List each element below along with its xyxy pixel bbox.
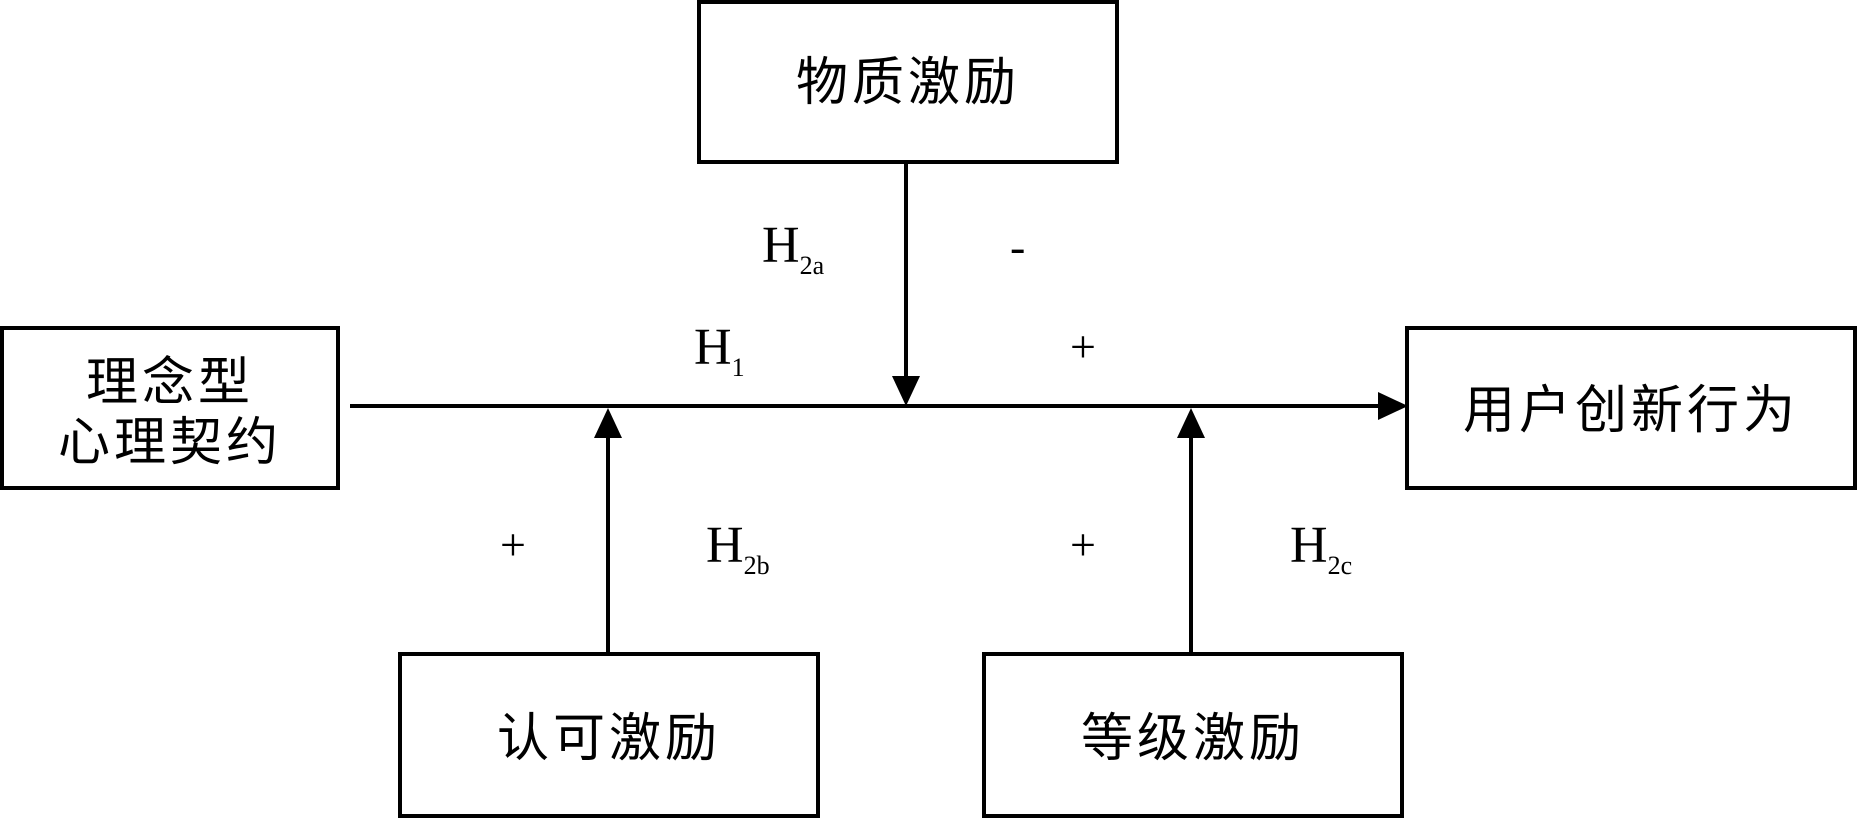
node-innovation-label: 用户创新行为 (1463, 381, 1799, 441)
main-path-arrowhead (1378, 392, 1408, 420)
hypothesis-h2c-main: H (1290, 517, 1328, 574)
material-moderation-arrowhead (892, 376, 920, 406)
node-recognition-incentive: 认可激励 (398, 652, 820, 818)
hypothesis-h2b-sign: + (500, 519, 526, 570)
hypothesis-h2a-main: H (762, 217, 800, 274)
hypothesis-h1-label: H1 (694, 319, 745, 382)
node-grade-label: 等级激励 (1081, 709, 1305, 769)
hypothesis-h2c-label: H2c (1290, 517, 1352, 580)
node-material-label: 物质激励 (796, 53, 1020, 113)
node-grade-incentive: 等级激励 (982, 652, 1404, 818)
node-material-incentive: 物质激励 (697, 0, 1119, 164)
grade-moderation-arrowhead (1177, 408, 1205, 438)
hypothesis-h2a-sign: - (1010, 221, 1025, 272)
hypothesis-h2b-main: H (706, 517, 744, 574)
hypothesis-h1-main: H (694, 319, 732, 376)
node-user-innovation-behavior: 用户创新行为 (1405, 326, 1857, 490)
node-recognition-box (398, 652, 820, 818)
node-material-box (697, 0, 1119, 164)
node-grade-box (982, 652, 1404, 818)
hypothesis-h2a-sub: 2a (800, 251, 825, 280)
node-recognition-label: 认可激励 (497, 709, 721, 769)
node-ideological-contract: 理念型 心理契约 (0, 326, 340, 490)
node-ideological-box (0, 326, 340, 490)
node-ideological-label-line2: 心理契约 (58, 413, 282, 473)
hypothesis-h2c-sub: 2c (1328, 551, 1353, 580)
hypothesis-h2b-sub: 2b (744, 551, 770, 580)
hypothesis-h2a-label: H2a (762, 217, 825, 280)
recognition-moderation-arrowhead (594, 408, 622, 438)
node-innovation-box (1405, 326, 1857, 490)
hypothesis-h1-sign: + (1070, 321, 1096, 372)
node-ideological-label-line1: 理念型 (86, 353, 254, 413)
hypothesis-h2b-label: H2b (706, 517, 770, 580)
hypothesis-h2c-sign: + (1070, 519, 1096, 570)
hypothesis-h1-sub: 1 (732, 353, 745, 382)
